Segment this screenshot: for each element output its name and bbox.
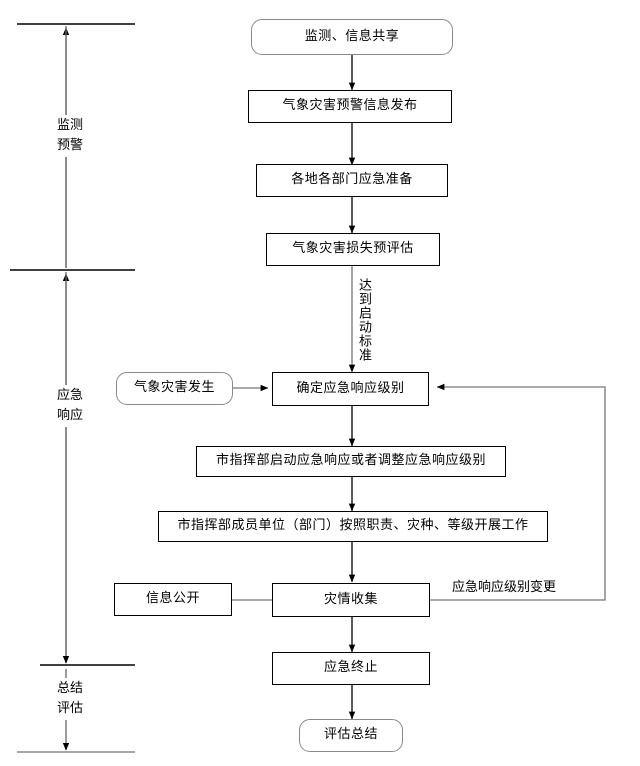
phase-label-monitoring-warning: 监测 预警 bbox=[41, 115, 99, 158]
node-label: 应急终止 bbox=[323, 660, 378, 676]
node-label: 评估总结 bbox=[323, 727, 378, 743]
phase-label-emergency-response: 应急 响应 bbox=[41, 385, 99, 428]
node-label: 确定应急响应级别 bbox=[296, 380, 405, 396]
node-departments-preparation[interactable]: 各地各部门应急准备 bbox=[256, 164, 448, 197]
phase-label-line-2: 响应 bbox=[56, 408, 83, 424]
phase-label-summary-evaluation: 总结 评估 bbox=[41, 678, 99, 721]
node-information-disclosure[interactable]: 信息公开 bbox=[114, 583, 232, 616]
node-label: 监测、信息共享 bbox=[304, 28, 400, 44]
node-label: 气象灾害发生 bbox=[133, 380, 215, 396]
node-loss-pre-assessment[interactable]: 气象灾害损失预评估 bbox=[266, 233, 440, 266]
node-label: 气象灾害预警信息发布 bbox=[282, 98, 418, 114]
node-label: 市指挥部成员单位（部门）按照职责、灾种、等级开展工作 bbox=[177, 518, 529, 534]
node-label: 市指挥部启动应急响应或者调整应急响应级别 bbox=[215, 453, 486, 469]
node-determine-response-level[interactable]: 确定应急响应级别 bbox=[272, 372, 429, 406]
node-label: 各地各部门应急准备 bbox=[291, 172, 413, 188]
phase-label-line-1: 总结 bbox=[56, 681, 83, 696]
node-member-units-work[interactable]: 市指挥部成员单位（部门）按照职责、灾种、等级开展工作 bbox=[158, 511, 548, 542]
node-label: 气象灾害损失预评估 bbox=[292, 241, 414, 257]
phase-label-line-1: 应急 bbox=[56, 388, 83, 403]
node-label: 信息公开 bbox=[145, 591, 200, 607]
node-monitoring-info-sharing[interactable]: 监测、信息共享 bbox=[251, 19, 453, 55]
phase-label-line-2: 评估 bbox=[56, 701, 83, 717]
edge-feedback-response-level-change bbox=[430, 383, 606, 601]
node-label: 灾情收集 bbox=[323, 591, 378, 607]
node-warning-info-release[interactable]: 气象灾害预警信息发布 bbox=[248, 90, 452, 123]
node-disaster-data-collection[interactable]: 灾情收集 bbox=[272, 583, 430, 617]
phase-label-line-2: 预警 bbox=[56, 138, 83, 154]
node-hq-activate-adjust[interactable]: 市指挥部启动应急响应或者调整应急响应级别 bbox=[196, 446, 506, 477]
node-emergency-termination[interactable]: 应急终止 bbox=[272, 652, 430, 685]
node-disaster-occurrence[interactable]: 气象灾害发生 bbox=[116, 372, 233, 405]
node-assessment-summary[interactable]: 评估总结 bbox=[299, 719, 403, 752]
edge-label-reach-activation-standard: 达到启动标准 bbox=[356, 278, 371, 362]
phase-label-line-1: 监测 bbox=[56, 118, 83, 133]
edge-label-response-level-change: 应急响应级别变更 bbox=[452, 580, 557, 595]
